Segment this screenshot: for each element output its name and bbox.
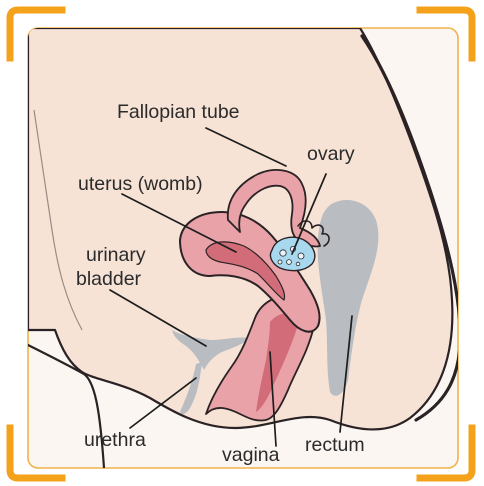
label-bladder-line2: bladder (76, 268, 142, 290)
label-urethra: urethra (84, 429, 146, 451)
label-bladder-line1: urinary (86, 244, 146, 266)
label-vagina: vagina (222, 444, 280, 466)
label-uterus: uterus (womb) (78, 173, 203, 195)
label-fallopian-tube: Fallopian tube (117, 101, 240, 123)
label-rectum: rectum (305, 434, 365, 456)
label-ovary: ovary (307, 143, 355, 165)
